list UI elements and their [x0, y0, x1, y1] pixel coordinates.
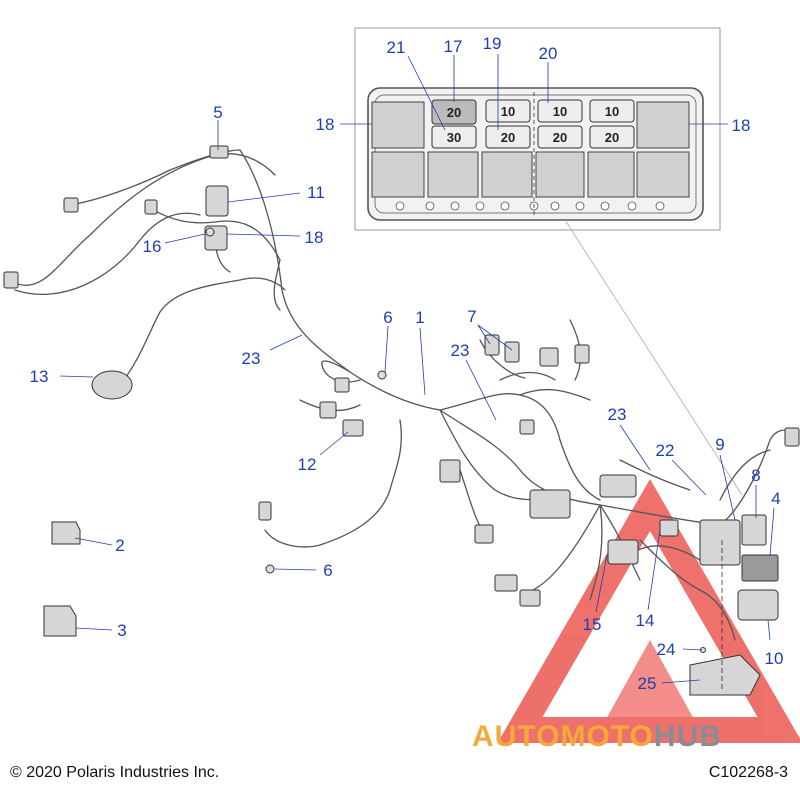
callout-5: 5	[213, 103, 222, 122]
fuse-slots	[431, 99, 635, 149]
callout-18: 18	[305, 228, 324, 247]
callout-2: 2	[115, 536, 124, 555]
fuse-box-part-9	[699, 519, 741, 566]
callout-leaders	[59, 120, 775, 684]
callout-18: 18	[316, 115, 335, 134]
part-2	[51, 521, 81, 545]
fuse-value: 20	[605, 130, 619, 145]
callout-23: 23	[451, 341, 470, 360]
callout-6: 6	[383, 308, 392, 327]
callout-21: 21	[387, 38, 406, 57]
callout-24: 24	[657, 640, 676, 659]
callout-20: 20	[539, 44, 558, 63]
connector-parts	[3, 145, 800, 696]
callout-14: 14	[636, 611, 655, 630]
bracket-25	[689, 654, 761, 696]
brand-part1: AUTOMOTO	[472, 720, 654, 753]
part-8	[741, 514, 767, 546]
drawing-number: C102268-3	[708, 764, 788, 781]
callout-25: 25	[638, 674, 657, 693]
inset-pointer-line	[564, 219, 743, 496]
callout-22: 22	[656, 441, 675, 460]
callout-16: 16	[143, 237, 162, 256]
fuse-value: 30	[447, 130, 461, 145]
fuse-value: 10	[605, 104, 619, 119]
fuse-value: 10	[501, 104, 515, 119]
callout-12: 12	[298, 455, 317, 474]
callout-3: 3	[117, 621, 126, 640]
clip-6	[265, 564, 275, 574]
callout-17: 17	[444, 37, 463, 56]
copyright-notice: © 2020 Polaris Industries Inc.	[10, 764, 220, 781]
fuse-value: 10	[553, 104, 567, 119]
callout-10: 10	[765, 649, 784, 668]
callout-1: 1	[415, 308, 424, 327]
callout-7: 7	[467, 307, 476, 326]
callout-15: 15	[583, 615, 602, 634]
fuse-value: 20	[447, 105, 461, 120]
part-4	[741, 554, 779, 582]
callout-19: 19	[483, 34, 502, 53]
callout-18: 18	[732, 116, 751, 135]
callout-11: 11	[307, 183, 325, 202]
watermark-brand-text: AUTOMOTOHUB	[472, 720, 722, 754]
fuse-box-inset: 20 10 10 10 30 20 20 20	[340, 27, 728, 231]
watermark-logo-icon	[497, 479, 800, 743]
part-13	[91, 370, 133, 400]
brand-part2: HUB	[653, 720, 722, 753]
fuse-value: 20	[501, 130, 515, 145]
part-15	[607, 539, 639, 565]
relay-11	[205, 185, 229, 217]
callout-23: 23	[608, 405, 627, 424]
part-3	[43, 605, 77, 637]
callout-8: 8	[751, 466, 760, 485]
callout-13: 13	[30, 367, 49, 386]
callout-23: 23	[242, 349, 261, 368]
callout-9: 9	[715, 435, 724, 454]
callout-6: 6	[323, 561, 332, 580]
fuse-value: 20	[553, 130, 567, 145]
part-10	[737, 589, 779, 621]
callout-labels: 5 11 16 18 13 23 6 1 7 23 12 23 22 9 8 4…	[30, 34, 784, 693]
callout-4: 4	[771, 489, 780, 508]
